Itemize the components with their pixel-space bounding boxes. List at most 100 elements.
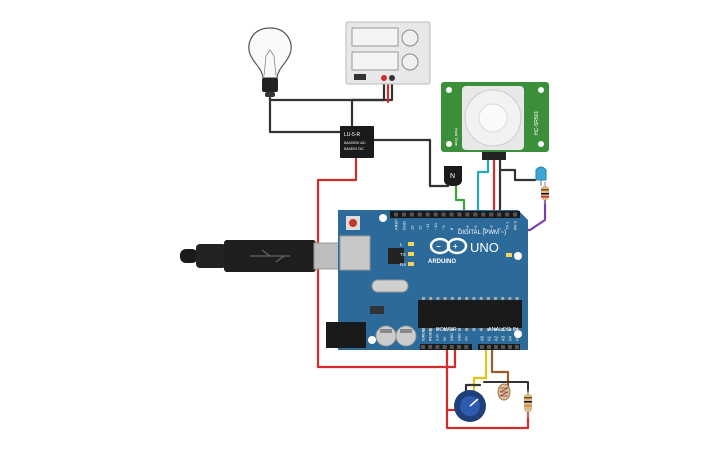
board-led-label: TX	[400, 252, 406, 257]
pir-sensor[interactable]: HC-SR501 Hold Time	[441, 82, 549, 160]
board-led-label: L	[400, 242, 403, 247]
digital-pin-label: ~6	[465, 225, 470, 230]
chip-pin	[465, 328, 469, 331]
digital-pin-label: ~10	[433, 222, 438, 230]
digital-pin-3[interactable]	[417, 212, 422, 217]
pir-model: HC-SR501	[534, 111, 540, 135]
digital-pin-label: 12	[417, 225, 422, 230]
usb-cable-boot	[196, 244, 226, 268]
analog-pin-1[interactable]	[487, 345, 491, 349]
bottom-pin-holes	[421, 345, 519, 349]
wire-black-ldr-res[interactable]	[483, 381, 529, 393]
wire-relay-to-transistor[interactable]	[370, 138, 450, 188]
digital-pin-label: 2	[497, 227, 502, 230]
digital-pin-1[interactable]	[401, 212, 406, 217]
chip-pin	[515, 297, 519, 300]
analog-pin-label: A0	[480, 335, 485, 341]
power-supply[interactable]	[345, 21, 431, 85]
resistor-led[interactable]	[541, 182, 549, 204]
digital-pin-5[interactable]	[433, 212, 438, 217]
digital-pin-15[interactable]	[513, 212, 518, 217]
power-pin-0[interactable]	[421, 345, 425, 349]
board-leds: L TX RX	[400, 242, 414, 267]
digital-pin-9[interactable]	[465, 212, 470, 217]
power-pin-6[interactable]	[464, 345, 469, 349]
wire-brown-ldr[interactable]	[490, 348, 510, 390]
analog-label: ANALOG IN	[488, 327, 518, 333]
pot-indicator	[469, 398, 479, 407]
resistor-ldr[interactable]	[524, 390, 532, 418]
wire-cyan-pir-out[interactable]	[476, 158, 490, 216]
board-led-label: RX	[400, 262, 406, 267]
chip-pin	[494, 297, 497, 300]
supply-knob-voltage[interactable]	[401, 29, 419, 47]
chip-pin	[508, 328, 512, 331]
power-pin-3[interactable]	[442, 345, 447, 349]
wire-bulb-to-relay[interactable]	[268, 96, 344, 134]
resistor-ldr-band3	[524, 405, 532, 407]
digital-pin-11[interactable]	[481, 212, 486, 217]
digital-header	[390, 211, 520, 218]
chip-pin	[429, 297, 433, 300]
digital-pin-4[interactable]	[425, 212, 430, 217]
digital-pin-12[interactable]	[489, 212, 494, 217]
analog-pin-3[interactable]	[501, 345, 505, 349]
photoresistor[interactable]	[497, 383, 511, 401]
digital-pin-2[interactable]	[409, 212, 414, 217]
light-bulb[interactable]	[248, 27, 292, 97]
pir-mount-hole-3	[538, 87, 544, 93]
wire-black-led[interactable]	[498, 168, 537, 182]
wire-green-transistor-pin[interactable]	[454, 184, 466, 216]
analog-pin-4[interactable]	[508, 345, 512, 349]
analog-pin-label: A5	[515, 335, 520, 341]
digital-pin-0[interactable]	[393, 212, 398, 217]
analog-pin-label: A3	[501, 335, 506, 341]
digital-pin-8[interactable]	[457, 212, 462, 217]
potentiometer[interactable]	[454, 390, 486, 422]
supply-knob-current[interactable]	[401, 53, 419, 71]
power-pin-5[interactable]	[457, 345, 461, 349]
digital-pin-label: 7	[457, 227, 462, 230]
power-pin-1[interactable]	[428, 345, 433, 349]
wire-supply-to-relay[interactable]	[350, 76, 394, 128]
digital-pin-6[interactable]	[441, 212, 446, 217]
power-pin-label: 5V	[443, 336, 447, 341]
analog-pin-label: A4	[508, 335, 513, 341]
analog-pin-label: A1	[487, 335, 492, 341]
pir-side-label: Hold Time	[454, 128, 459, 147]
chip-pin	[436, 297, 440, 300]
digital-pin-10[interactable]	[473, 212, 478, 217]
pir-mount-hole-2	[446, 141, 452, 147]
usb-cable[interactable]	[180, 240, 345, 272]
chip-pin	[443, 328, 447, 331]
supply-terminal-red[interactable]	[381, 75, 387, 81]
power-pin-2[interactable]	[435, 345, 440, 349]
digital-pin-13[interactable]	[497, 212, 502, 217]
led-blue[interactable]	[535, 166, 547, 186]
chip-pin	[479, 297, 483, 300]
digital-pin-14[interactable]	[505, 212, 510, 217]
supply-terminal-black[interactable]	[389, 75, 395, 81]
relay[interactable]: LU-5-R 5A/250V AC 5A/30V DC	[340, 126, 374, 158]
analog-pin-0[interactable]	[480, 345, 484, 349]
analog-pin-2[interactable]	[494, 345, 498, 349]
power-pin-4[interactable]	[449, 345, 454, 349]
digital-pin-7[interactable]	[449, 212, 454, 217]
npn-transistor[interactable]: N	[444, 166, 462, 186]
power-pin-label: GND	[450, 333, 454, 341]
power-pin-label: 3.3V	[436, 333, 440, 341]
pir-mount-hole-1	[446, 87, 452, 93]
wire-red-relay-to-5v[interactable]	[316, 154, 457, 369]
on-led	[506, 253, 512, 257]
analog-pin-5[interactable]	[515, 345, 519, 349]
pir-pin-header	[482, 152, 506, 160]
supply-power-button[interactable]	[354, 74, 366, 80]
wire-yellow-pot[interactable]	[472, 348, 488, 400]
analog-pin-label: A2	[494, 335, 499, 341]
relay-line2: 5A/30V DC	[344, 146, 364, 151]
reset-button-cap[interactable]	[349, 219, 357, 227]
